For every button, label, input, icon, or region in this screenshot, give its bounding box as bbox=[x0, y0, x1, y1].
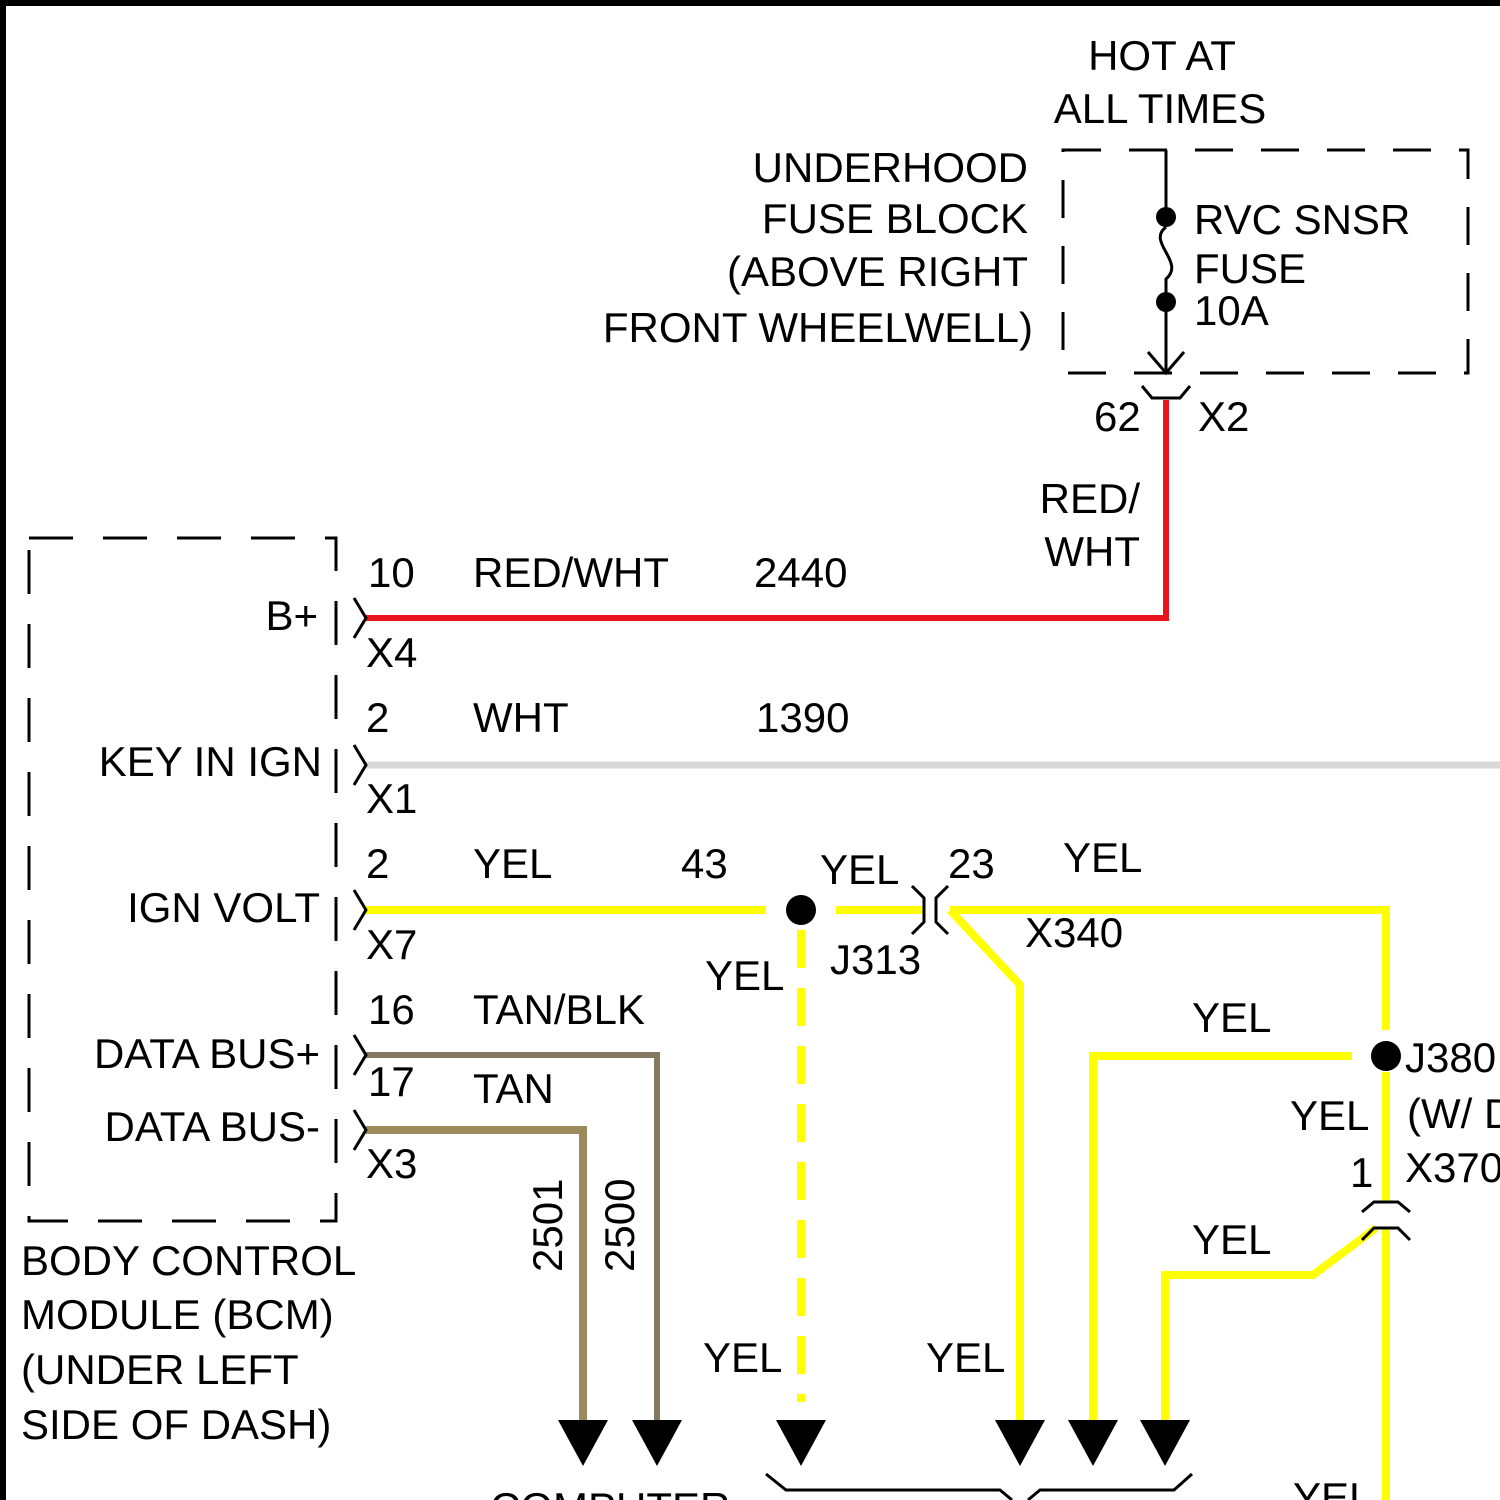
connector-x4-label: X4 bbox=[366, 629, 417, 676]
bcm-pin-label-data-bus-minus: DATA BUS- bbox=[105, 1103, 320, 1150]
bcm-pin-label-b-plus: B+ bbox=[265, 592, 318, 639]
harness-arrows bbox=[558, 1420, 1190, 1466]
yel-label-dashed-bottom: YEL bbox=[703, 1334, 782, 1381]
circuit-number-ign-volt: 43 bbox=[681, 840, 728, 887]
wire-color-b-plus: RED/WHT bbox=[473, 549, 669, 596]
connector-x340-pin: 23 bbox=[948, 840, 995, 887]
bcm-pin-label-ign-volt: IGN VOLT bbox=[127, 884, 320, 931]
splice-j380-note: (W/ D bbox=[1407, 1090, 1500, 1137]
wire-color-data-bus-minus: TAN bbox=[473, 1065, 554, 1112]
yel-label-bottom-right: YEL bbox=[1293, 1474, 1372, 1500]
bcm-pin-label-key-in-ign: KEY IN IGN bbox=[99, 738, 322, 785]
bottom-bracket bbox=[766, 1474, 1192, 1500]
hot-at-label: HOT AT bbox=[1088, 32, 1236, 79]
connector-x1-label: X1 bbox=[366, 775, 417, 822]
bcm-name-line-3: (UNDER LEFT bbox=[21, 1346, 299, 1393]
connector-x7-label: X7 bbox=[366, 921, 417, 968]
bcm-pin-terminals bbox=[354, 598, 366, 1150]
fuse-block-label-4: FRONT WHEELWELL) bbox=[603, 304, 1033, 351]
yel-label-j380-down: YEL bbox=[1290, 1092, 1369, 1139]
fuse-pin-label: 62 bbox=[1094, 393, 1141, 440]
splice-j380-label: J380 bbox=[1405, 1034, 1496, 1081]
fuse-block-label-3: (ABOVE RIGHT bbox=[727, 248, 1028, 295]
yel-label-x370-branch: YEL bbox=[1192, 1216, 1271, 1263]
fuse-block-label-2: FUSE BLOCK bbox=[762, 195, 1028, 242]
bcm-name-line-2: MODULE (BCM) bbox=[21, 1291, 334, 1338]
circuit-number-2501: 2501 bbox=[524, 1179, 571, 1272]
yel-label-j313-dashed: YEL bbox=[705, 952, 784, 999]
wire-color-data-bus-plus: TAN/BLK bbox=[473, 986, 645, 1033]
connector-x370-pin: 1 bbox=[1350, 1149, 1373, 1196]
wire-yel-x340-to-j380 bbox=[950, 910, 1386, 1030]
wire-color-key-in-ign: WHT bbox=[473, 694, 569, 741]
connector-x3-label: X3 bbox=[366, 1140, 417, 1187]
rvc-snsr-fuse-symbol bbox=[1148, 150, 1184, 373]
circuit-number-2500: 2500 bbox=[596, 1179, 643, 1272]
pin-number-b-plus: 10 bbox=[368, 549, 415, 596]
computer-label: COMPUTER bbox=[490, 1484, 730, 1500]
connector-x370-label: X370 bbox=[1405, 1144, 1500, 1191]
connector-x340-label: X340 bbox=[1025, 909, 1123, 956]
pin-number-data-bus-plus: 16 bbox=[368, 986, 415, 1033]
wire-color-ign-volt: YEL bbox=[473, 840, 552, 887]
riser-color-label-2: WHT bbox=[1044, 528, 1140, 575]
pin-number-ign-volt: 2 bbox=[366, 840, 389, 887]
fuse-name-label: RVC SNSR bbox=[1194, 196, 1410, 243]
yel-label-j380-branch: YEL bbox=[1192, 994, 1271, 1041]
yel-label-diagonal-bottom: YEL bbox=[926, 1334, 1005, 1381]
yel-label-j313-in: YEL bbox=[820, 846, 899, 893]
connector-x2-symbol bbox=[1142, 386, 1190, 398]
splice-j380-dot bbox=[1371, 1041, 1401, 1071]
circuit-number-b-plus: 2440 bbox=[754, 549, 847, 596]
fuse-rating-label: 10A bbox=[1194, 287, 1269, 334]
fuse-connector-label: X2 bbox=[1198, 393, 1249, 440]
bcm-name-line-4: SIDE OF DASH) bbox=[21, 1401, 331, 1448]
all-times-label: ALL TIMES bbox=[1054, 85, 1266, 132]
pin-number-data-bus-minus: 17 bbox=[368, 1058, 415, 1105]
bcm-pin-label-data-bus-plus: DATA BUS+ bbox=[94, 1030, 320, 1077]
fuse-block-label-1: UNDERHOOD bbox=[753, 144, 1028, 191]
bcm-name-line-1: BODY CONTROL bbox=[21, 1237, 356, 1284]
yel-label-x340-out: YEL bbox=[1063, 834, 1142, 881]
riser-color-label-1: RED/ bbox=[1040, 475, 1141, 522]
splice-j313-dot bbox=[786, 895, 816, 925]
splice-j313-label: J313 bbox=[830, 936, 921, 983]
circuit-number-key-in-ign: 1390 bbox=[756, 694, 849, 741]
pin-number-key-in-ign: 2 bbox=[366, 694, 389, 741]
fuse-type-label: FUSE bbox=[1194, 245, 1306, 292]
